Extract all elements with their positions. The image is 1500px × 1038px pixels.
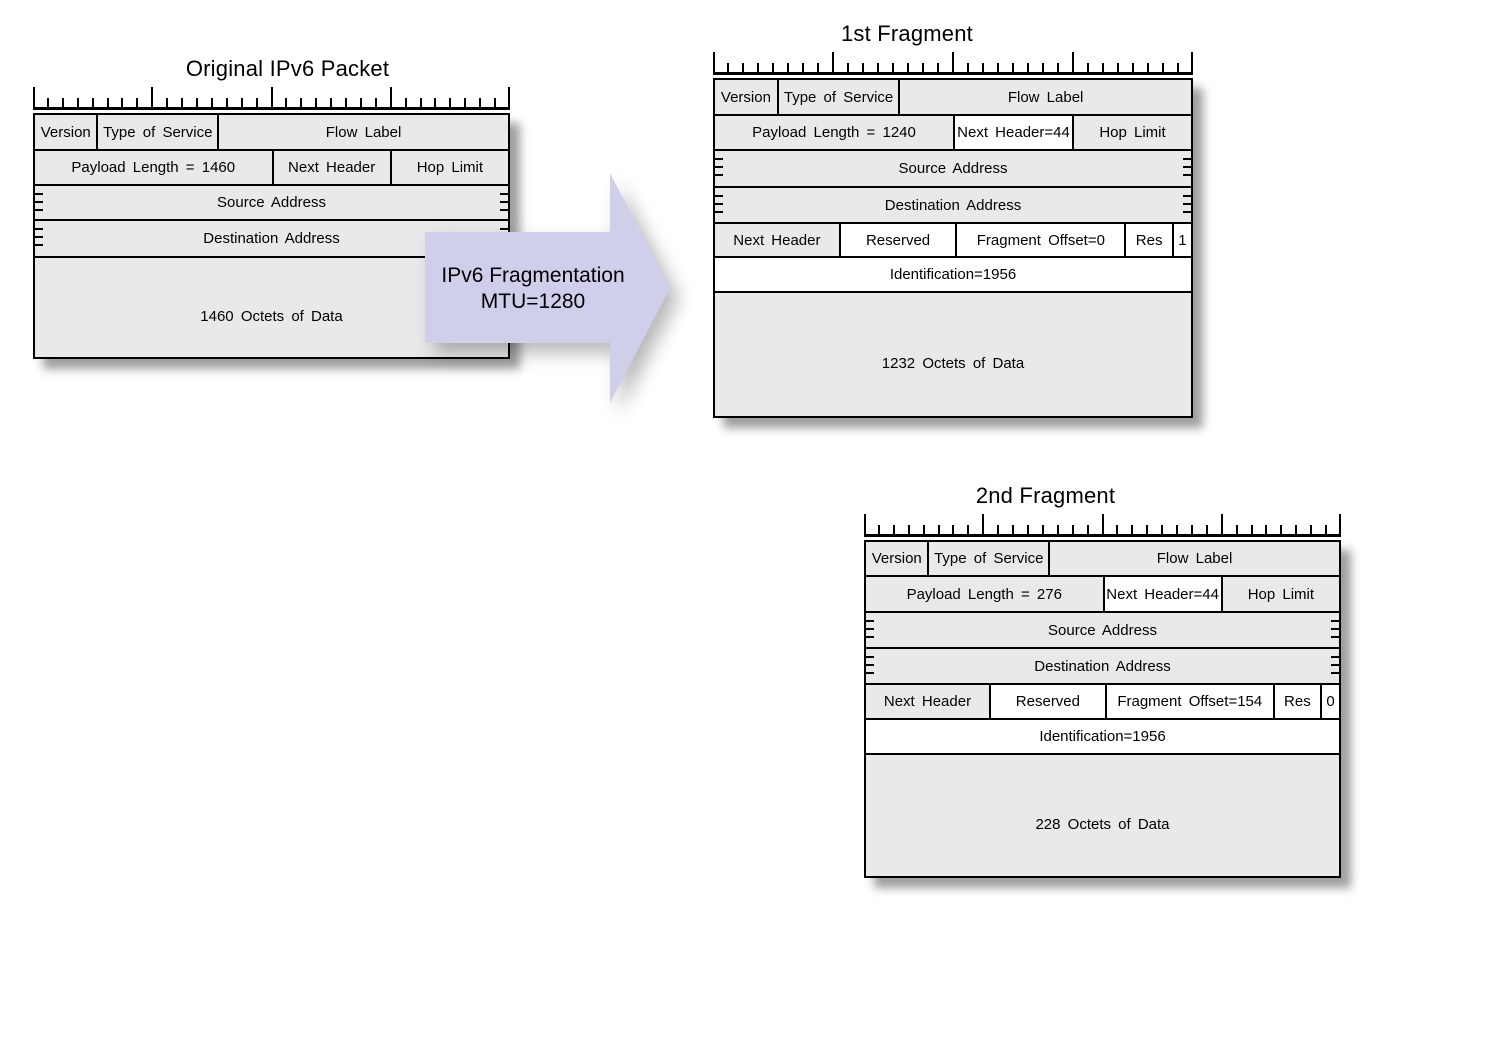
field-source-address: Source Address bbox=[715, 151, 1191, 186]
field-fragment-offset: Fragment Offset=154 bbox=[1104, 685, 1273, 718]
arrow-label: IPv6 Fragmentation MTU=1280 bbox=[427, 263, 639, 315]
address-continuation-ticks bbox=[715, 195, 723, 215]
address-continuation-ticks bbox=[866, 656, 874, 676]
field-source-address: Source Address bbox=[866, 613, 1339, 647]
first-fragment-packet: 1st Fragment Version Type of Service Flo… bbox=[713, 22, 1193, 418]
field-hop-limit: Hop Limit bbox=[389, 151, 508, 184]
header-row-2: Payload Length = 276 Next Header=44 Hop … bbox=[866, 575, 1339, 611]
fragment-header-row: Next Header Reserved Fragment Offset=0 R… bbox=[715, 222, 1191, 256]
field-payload-length: Payload Length = 1240 bbox=[715, 116, 953, 149]
field-destination-address: Destination Address bbox=[715, 188, 1191, 222]
field-hop-limit: Hop Limit bbox=[1072, 116, 1191, 149]
header-row-1: Version Type of Service Flow Label bbox=[715, 80, 1191, 114]
second-fragment-title: 2nd Fragment bbox=[975, 483, 1116, 508]
field-version: Version bbox=[35, 115, 97, 149]
identification-row: Identification=1956 bbox=[715, 256, 1191, 291]
field-m-flag: 1 bbox=[1171, 224, 1191, 256]
field-frag-next-header: Next Header bbox=[715, 224, 839, 256]
field-identification: Identification=1956 bbox=[866, 720, 1339, 753]
header-row-1: Version Type of Service Flow Label bbox=[35, 115, 508, 149]
field-res: Res bbox=[1272, 685, 1321, 718]
address-continuation-ticks bbox=[35, 193, 43, 213]
field-payload-length: Payload Length = 1460 bbox=[35, 151, 272, 184]
field-flow-label: Flow Label bbox=[898, 80, 1191, 114]
field-destination-address: Destination Address bbox=[866, 649, 1339, 683]
field-payload-length: Payload Length = 276 bbox=[866, 577, 1103, 611]
bit-ruler bbox=[864, 513, 1341, 537]
data-row: 1232 Octets of Data bbox=[715, 291, 1191, 416]
field-identification: Identification=1956 bbox=[715, 258, 1191, 291]
address-continuation-ticks bbox=[1331, 620, 1339, 640]
original-packet-box: Version Type of Service Flow Label Paylo… bbox=[33, 113, 510, 359]
address-continuation-ticks bbox=[715, 158, 723, 178]
bit-ruler bbox=[713, 51, 1193, 75]
source-address-row: Source Address bbox=[715, 149, 1191, 186]
original-packet: Original IPv6 Packet Version Type of Ser… bbox=[33, 57, 510, 359]
field-source-address: Source Address bbox=[35, 186, 508, 219]
address-continuation-ticks bbox=[866, 620, 874, 640]
data-row: 228 Octets of Data bbox=[866, 753, 1339, 876]
header-row-2: Payload Length = 1240 Next Header=44 Hop… bbox=[715, 114, 1191, 149]
field-fragment-offset: Fragment Offset=0 bbox=[955, 224, 1125, 256]
field-version: Version bbox=[866, 542, 928, 575]
field-res: Res bbox=[1124, 224, 1172, 256]
field-next-header: Next Header bbox=[271, 151, 390, 184]
fragment-header-row: Next Header Reserved Fragment Offset=154… bbox=[866, 683, 1339, 718]
field-hop-limit: Hop Limit bbox=[1220, 577, 1339, 611]
field-type-of-service: Type of Service bbox=[776, 80, 899, 114]
address-continuation-ticks bbox=[1183, 158, 1191, 178]
field-type-of-service: Type of Service bbox=[927, 542, 1049, 575]
second-fragment-box: Version Type of Service Flow Label Paylo… bbox=[864, 540, 1341, 878]
arrow-label-line2: MTU=1280 bbox=[480, 290, 586, 313]
address-continuation-ticks bbox=[1331, 656, 1339, 676]
source-address-row: Source Address bbox=[35, 184, 508, 219]
address-continuation-ticks bbox=[1183, 195, 1191, 215]
field-version: Version bbox=[715, 80, 777, 114]
source-address-row: Source Address bbox=[866, 611, 1339, 647]
first-fragment-box: Version Type of Service Flow Label Paylo… bbox=[713, 78, 1193, 418]
header-row-2: Payload Length = 1460 Next Header Hop Li… bbox=[35, 149, 508, 184]
bit-ruler bbox=[33, 86, 510, 110]
right-block-arrow-icon bbox=[425, 173, 670, 403]
second-fragment-packet: 2nd Fragment Version Type of Service Flo… bbox=[864, 484, 1341, 878]
field-reserved: Reserved bbox=[988, 685, 1105, 718]
destination-address-row: Destination Address bbox=[866, 647, 1339, 683]
fragmentation-arrow: IPv6 Fragmentation MTU=1280 bbox=[425, 173, 671, 403]
original-packet-title: Original IPv6 Packet bbox=[185, 56, 390, 81]
field-type-of-service: Type of Service bbox=[96, 115, 218, 149]
field-reserved: Reserved bbox=[838, 224, 956, 256]
identification-row: Identification=1956 bbox=[866, 718, 1339, 753]
address-continuation-ticks bbox=[35, 228, 43, 248]
field-next-header: Next Header=44 bbox=[953, 116, 1072, 149]
header-row-1: Version Type of Service Flow Label bbox=[866, 542, 1339, 575]
field-data-octets: 228 Octets of Data bbox=[866, 755, 1339, 876]
address-continuation-ticks bbox=[500, 193, 508, 213]
destination-address-row: Destination Address bbox=[715, 186, 1191, 222]
field-flow-label: Flow Label bbox=[1048, 542, 1339, 575]
arrow-label-line1: IPv6 Fragmentation bbox=[441, 264, 625, 287]
field-m-flag: 0 bbox=[1320, 685, 1339, 718]
field-data-octets: 1232 Octets of Data bbox=[715, 293, 1191, 416]
field-next-header: Next Header=44 bbox=[1102, 577, 1221, 611]
field-flow-label: Flow Label bbox=[217, 115, 508, 149]
field-frag-next-header: Next Header bbox=[866, 685, 989, 718]
first-fragment-title: 1st Fragment bbox=[840, 21, 973, 46]
